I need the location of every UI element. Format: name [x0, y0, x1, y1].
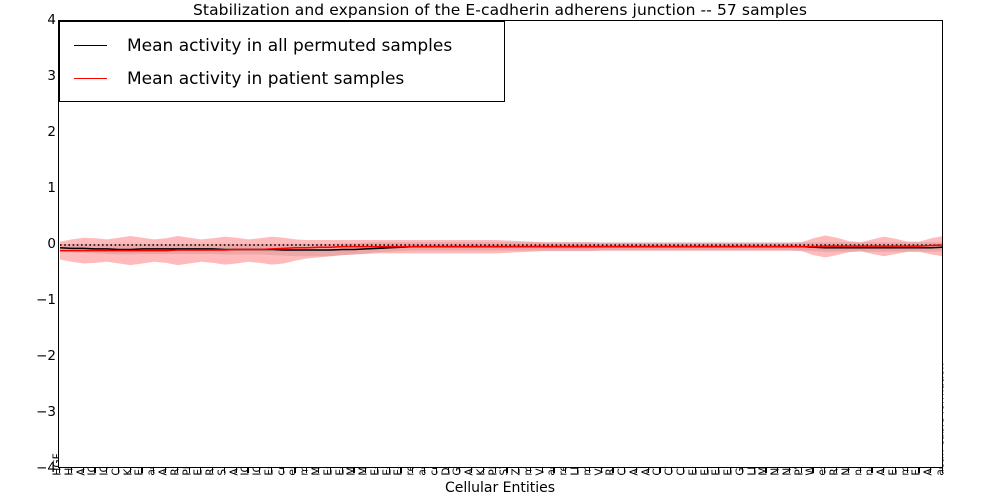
- x-tick-mark: [282, 468, 284, 473]
- x-tick-mark: [859, 468, 861, 473]
- x-tick-mark: [94, 468, 96, 473]
- x-tick-mark: [836, 468, 838, 473]
- x-tick-mark: [235, 468, 237, 473]
- x-tick-mark: [188, 468, 190, 473]
- x-tick-mark: [600, 468, 602, 473]
- y-tick-label: 4: [47, 12, 56, 28]
- x-tick-mark: [812, 468, 814, 473]
- x-tick-mark: [777, 468, 779, 473]
- x-tick-mark: [800, 468, 802, 473]
- x-tick-mark: [565, 468, 567, 473]
- x-tick-mark: [883, 468, 885, 473]
- y-tick-label: 3: [47, 68, 56, 84]
- x-tick-mark: [141, 468, 143, 473]
- x-tick-mark: [942, 468, 944, 473]
- x-tick-mark: [423, 468, 426, 473]
- x-tick-mark: [824, 468, 826, 473]
- x-tick-mark: [70, 468, 72, 473]
- x-tick-mark: [635, 468, 638, 473]
- x-tick-mark: [765, 468, 767, 473]
- x-tick-mark: [788, 468, 791, 473]
- x-tick-mark: [577, 468, 579, 473]
- y-tick-label: −3: [36, 404, 56, 420]
- x-tick-mark: [176, 468, 178, 473]
- confidence-band: [60, 242, 942, 257]
- confidence-band: [60, 235, 942, 266]
- y-tick-label: 0: [47, 236, 56, 252]
- x-tick-mark: [694, 468, 696, 473]
- x-tick-mark: [482, 468, 485, 473]
- y-tick-label: −2: [36, 348, 56, 364]
- x-tick-mark: [930, 468, 932, 473]
- x-tick-mark: [400, 468, 402, 473]
- x-tick-mark: [624, 468, 626, 473]
- legend-item-patient: Mean activity in patient samples: [60, 62, 504, 95]
- x-tick-mark: [435, 468, 437, 473]
- series-layer: [59, 235, 942, 266]
- legend-line-swatch-black: [74, 45, 107, 46]
- x-tick-mark: [164, 468, 167, 473]
- x-tick-mark: [294, 468, 296, 473]
- x-tick-mark: [82, 468, 84, 473]
- y-tick-label: 2: [47, 124, 56, 140]
- x-tick-mark: [459, 468, 461, 473]
- x-tick-mark: [471, 468, 473, 473]
- x-tick-mark: [918, 468, 920, 473]
- y-tick-label: 1: [47, 180, 56, 196]
- legend-label-permuted: Mean activity in all permuted samples: [127, 35, 453, 56]
- x-tick-mark: [212, 468, 214, 473]
- x-tick-mark: [659, 468, 661, 473]
- x-tick-mark: [153, 468, 155, 473]
- x-tick-mark: [412, 468, 414, 473]
- x-tick-mark: [894, 468, 897, 473]
- legend-label-patient: Mean activity in patient samples: [127, 68, 405, 89]
- y-tick-label: −4: [36, 460, 56, 476]
- x-tick-mark: [388, 468, 390, 473]
- x-tick-mark: [223, 468, 225, 473]
- x-tick-mark: [106, 468, 108, 473]
- x-tick-mark: [329, 468, 331, 473]
- legend: Mean activity in all permuted samples Me…: [59, 21, 505, 102]
- y-tick-label: −1: [36, 292, 56, 308]
- x-tick-mark: [706, 468, 708, 473]
- x-tick-mark: [341, 468, 343, 473]
- legend-item-permuted: Mean activity in all permuted samples: [60, 29, 504, 62]
- x-tick-mark: [753, 468, 755, 473]
- x-tick-mark: [553, 468, 555, 473]
- x-tick-mark: [718, 468, 720, 473]
- x-tick-mark: [318, 468, 320, 473]
- x-tick-mark: [117, 468, 120, 473]
- x-tick-mark: [494, 468, 496, 473]
- x-tick-mark: [682, 468, 685, 473]
- x-tick-mark: [588, 468, 590, 473]
- x-tick-mark: [741, 468, 744, 473]
- x-tick-mark: [541, 468, 543, 473]
- x-tick-mark: [730, 468, 732, 473]
- x-tick-mark: [612, 468, 614, 473]
- x-tick-mark: [200, 468, 202, 473]
- x-tick-mark: [129, 468, 131, 473]
- chart-title: Stabilization and expansion of the E-cad…: [192, 1, 808, 19]
- x-tick-mark: [518, 468, 520, 473]
- x-tick-mark: [306, 468, 308, 473]
- x-tick-mark: [647, 468, 649, 473]
- x-tick-mark: [447, 468, 449, 473]
- x-tick-mark: [247, 468, 249, 473]
- x-tick-mark: [59, 468, 61, 473]
- plot-clip: [59, 21, 942, 467]
- x-tick-mark: [376, 468, 379, 473]
- x-tick-mark: [871, 468, 873, 473]
- x-tick-mark: [353, 468, 355, 473]
- x-tick-mark: [529, 468, 532, 473]
- x-tick-mark: [906, 468, 908, 473]
- x-tick-mark: [847, 468, 849, 473]
- x-tick-mark: [259, 468, 261, 473]
- x-tick-mark: [671, 468, 673, 473]
- x-tick-mark: [506, 468, 508, 473]
- x-tick-mark: [270, 468, 273, 473]
- x-axis-label: Cellular Entities: [444, 480, 556, 496]
- series-line: [60, 244, 942, 252]
- x-tick-mark: [365, 468, 367, 473]
- legend-line-swatch-red: [74, 78, 107, 79]
